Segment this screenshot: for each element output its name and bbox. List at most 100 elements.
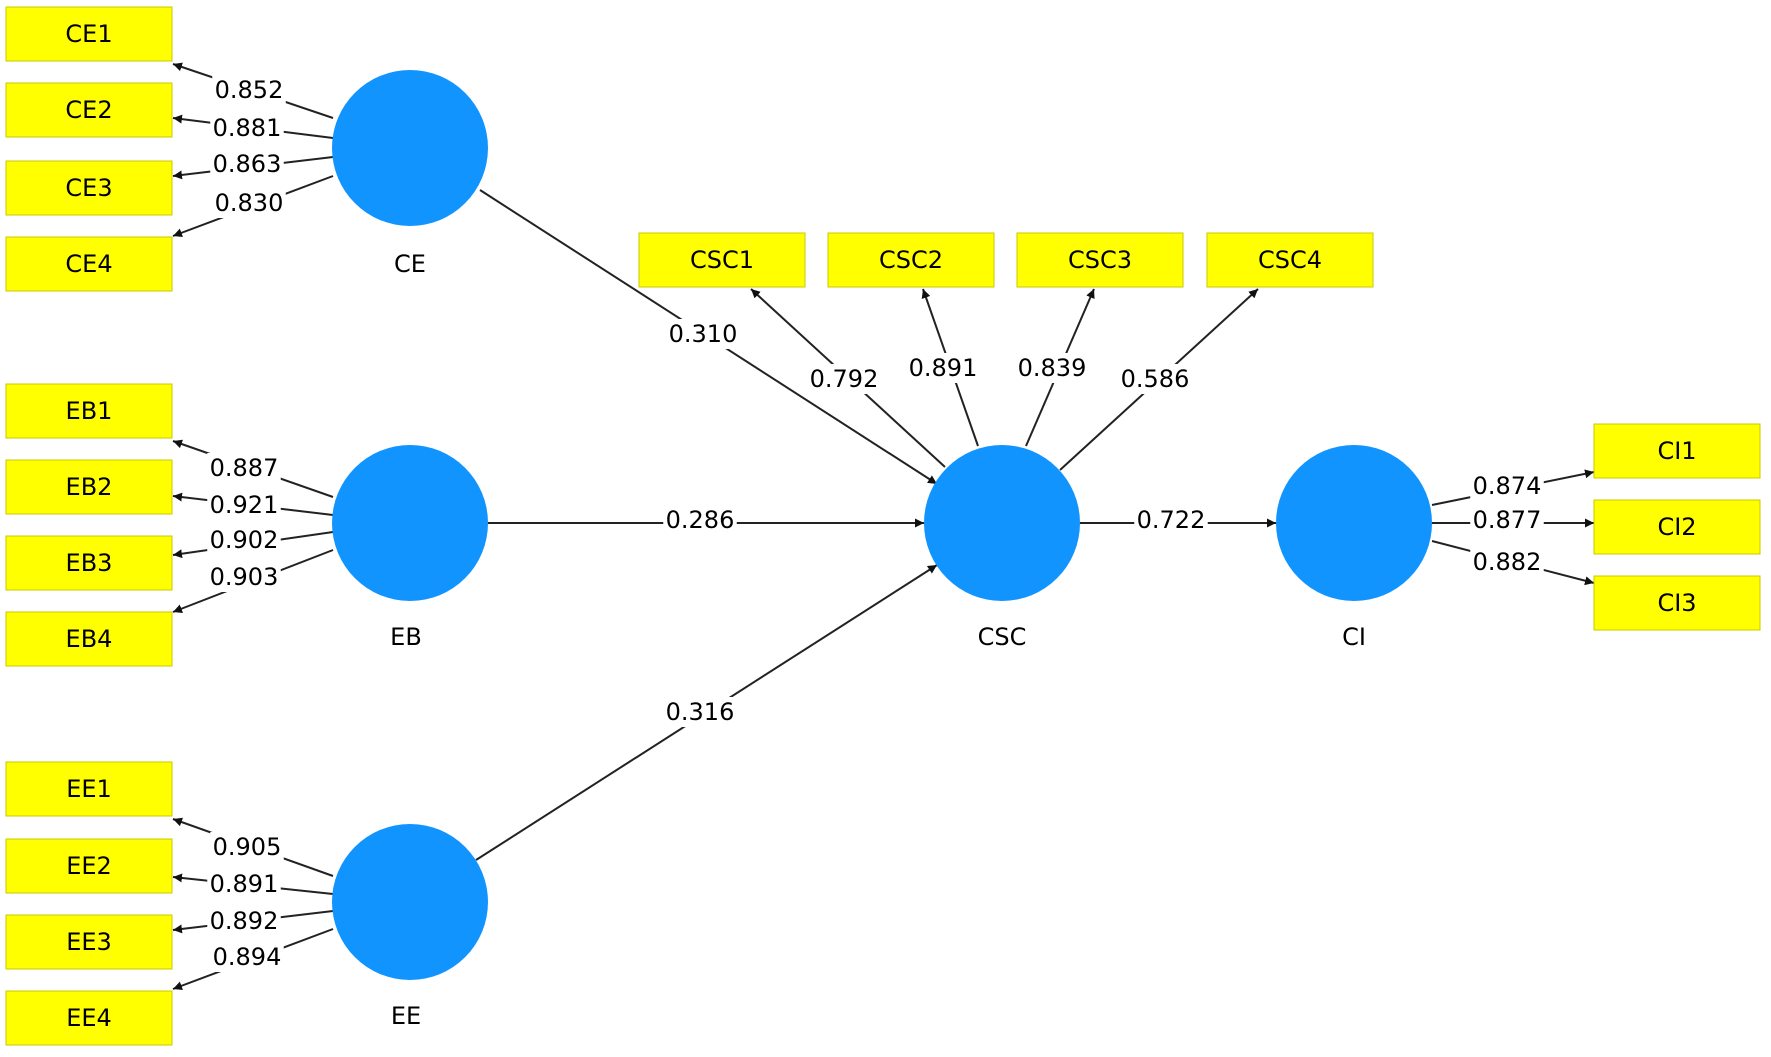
- loading-ee2-value: 0.891: [210, 870, 279, 898]
- loading-csc1-value: 0.792: [810, 365, 879, 393]
- indicator-ee2[interactable]: EE2: [5, 838, 173, 894]
- indicator-ce2-box[interactable]: [5, 82, 173, 138]
- indicator-ce3-box[interactable]: [5, 160, 173, 216]
- indicator-eb1[interactable]: EB1: [5, 383, 173, 439]
- indicator-ci2-box[interactable]: [1593, 499, 1761, 555]
- indicator-eb3[interactable]: EB3: [5, 535, 173, 591]
- indicator-eb4-box[interactable]: [5, 611, 173, 667]
- indicator-ce1-label: CE1: [65, 20, 112, 48]
- loading-ce2-value-group: 0.881: [210, 113, 284, 143]
- indicator-ci3-box[interactable]: [1593, 575, 1761, 631]
- loading-ee3-value-bg: [207, 906, 281, 936]
- indicator-ee4[interactable]: EE4: [5, 990, 173, 1046]
- indicator-ci2-label: CI2: [1657, 513, 1696, 541]
- indicator-csc2-box[interactable]: [827, 232, 995, 288]
- latent-csc-circle[interactable]: [924, 445, 1080, 601]
- latent-eb-circle[interactable]: [332, 445, 488, 601]
- indicator-ci1-box[interactable]: [1593, 423, 1761, 479]
- structural-path-ce-csc-value-bg: [666, 319, 740, 349]
- indicator-csc3[interactable]: CSC3: [1016, 232, 1184, 288]
- indicator-ce3-label: CE3: [65, 174, 112, 202]
- structural-path-eb-csc-value-bg: [663, 505, 737, 535]
- indicator-csc4[interactable]: CSC4: [1206, 232, 1374, 288]
- indicator-csc4-box[interactable]: [1206, 232, 1374, 288]
- indicator-ci3[interactable]: CI3: [1593, 575, 1761, 631]
- loading-ee1-value-group: 0.905: [210, 832, 284, 862]
- indicator-eb3-box[interactable]: [5, 535, 173, 591]
- loading-ci3-value-bg: [1470, 547, 1544, 577]
- indicator-ce1[interactable]: CE1: [5, 6, 173, 62]
- loading-csc4-value-group: 0.586: [1118, 364, 1192, 394]
- structural-path-eb-csc-value: 0.286: [666, 506, 735, 534]
- loading-ce3-value: 0.863: [213, 150, 282, 178]
- structural-path-csc-ci-value: 0.722: [1137, 506, 1206, 534]
- indicator-ci3-label: CI3: [1657, 589, 1696, 617]
- loading-ci2-value-bg: [1470, 505, 1544, 535]
- latent-ci-label: CI: [1342, 623, 1366, 651]
- latent-ci[interactable]: CI: [1276, 445, 1432, 651]
- latent-ci-circle[interactable]: [1276, 445, 1432, 601]
- indicator-ci1-label: CI1: [1657, 437, 1696, 465]
- loading-ee4-value-bg: [210, 942, 284, 972]
- latent-ee[interactable]: EE: [332, 824, 488, 1030]
- structural-path-ce-csc-value: 0.310: [669, 320, 738, 348]
- latent-eb[interactable]: EB: [332, 445, 488, 651]
- loading-csc4-value: 0.586: [1121, 365, 1190, 393]
- indicator-ce4-box[interactable]: [5, 236, 173, 292]
- indicator-csc3-box[interactable]: [1016, 232, 1184, 288]
- loading-csc3-value-group: 0.839: [1015, 353, 1089, 383]
- loading-eb4-value-group: 0.903: [207, 562, 281, 592]
- indicator-ce4[interactable]: CE4: [5, 236, 173, 292]
- indicator-csc1-label: CSC1: [690, 246, 754, 274]
- loading-ce3-value-bg: [210, 149, 284, 179]
- loading-eb3-value-bg: [207, 525, 281, 555]
- indicator-csc1-box[interactable]: [638, 232, 806, 288]
- loading-ci2-value-group: 0.877: [1470, 505, 1544, 535]
- latent-ce-circle[interactable]: [332, 70, 488, 226]
- loading-ci2-value: 0.877: [1473, 506, 1542, 534]
- indicator-eb2-box[interactable]: [5, 459, 173, 515]
- indicator-ee1-label: EE1: [66, 775, 112, 803]
- indicator-eb1-label: EB1: [66, 397, 113, 425]
- indicator-ce1-box[interactable]: [5, 6, 173, 62]
- indicator-ee4-box[interactable]: [5, 990, 173, 1046]
- indicator-csc2-label: CSC2: [879, 246, 943, 274]
- indicator-csc2[interactable]: CSC2: [827, 232, 995, 288]
- loading-ce1-value: 0.852: [215, 76, 284, 104]
- indicator-ee1-box[interactable]: [5, 761, 173, 817]
- indicator-ee2-box[interactable]: [5, 838, 173, 894]
- loading-eb1-value: 0.887: [210, 454, 279, 482]
- loading-ee2-value-bg: [207, 869, 281, 899]
- indicator-ce2[interactable]: CE2: [5, 82, 173, 138]
- indicator-ee3-box[interactable]: [5, 914, 173, 970]
- loading-eb3-value: 0.902: [210, 526, 279, 554]
- loading-csc2-value: 0.891: [909, 354, 978, 382]
- latent-ee-circle[interactable]: [332, 824, 488, 980]
- indicator-csc3-label: CSC3: [1068, 246, 1132, 274]
- latent-ce[interactable]: CE: [332, 70, 488, 278]
- loading-ee4-value-group: 0.894: [210, 942, 284, 972]
- structural-path-ce-csc-value-group: 0.310: [666, 319, 740, 349]
- loading-ce3-value-group: 0.863: [210, 149, 284, 179]
- indicator-ee4-label: EE4: [66, 1004, 112, 1032]
- indicator-ci1[interactable]: CI1: [1593, 423, 1761, 479]
- loading-eb3-value-group: 0.902: [207, 525, 281, 555]
- indicator-eb1-box[interactable]: [5, 383, 173, 439]
- indicator-eb3-label: EB3: [66, 549, 113, 577]
- latent-csc-label: CSC: [978, 623, 1027, 651]
- indicator-eb4[interactable]: EB4: [5, 611, 173, 667]
- loading-ce4-value: 0.830: [215, 189, 284, 217]
- loading-csc1-value-bg: [807, 364, 881, 394]
- latent-ce-label: CE: [394, 250, 426, 278]
- loading-eb4-value: 0.903: [210, 563, 279, 591]
- indicator-ci2[interactable]: CI2: [1593, 499, 1761, 555]
- indicator-eb2[interactable]: EB2: [5, 459, 173, 515]
- latent-csc[interactable]: CSC: [924, 445, 1080, 651]
- indicator-ce3[interactable]: CE3: [5, 160, 173, 216]
- loading-ci3-value-group: 0.882: [1470, 547, 1544, 577]
- indicator-ee3[interactable]: EE3: [5, 914, 173, 970]
- indicator-ee3-label: EE3: [66, 928, 112, 956]
- indicator-csc1[interactable]: CSC1: [638, 232, 806, 288]
- loading-eb1-value-group: 0.887: [207, 453, 281, 483]
- indicator-ee1[interactable]: EE1: [5, 761, 173, 817]
